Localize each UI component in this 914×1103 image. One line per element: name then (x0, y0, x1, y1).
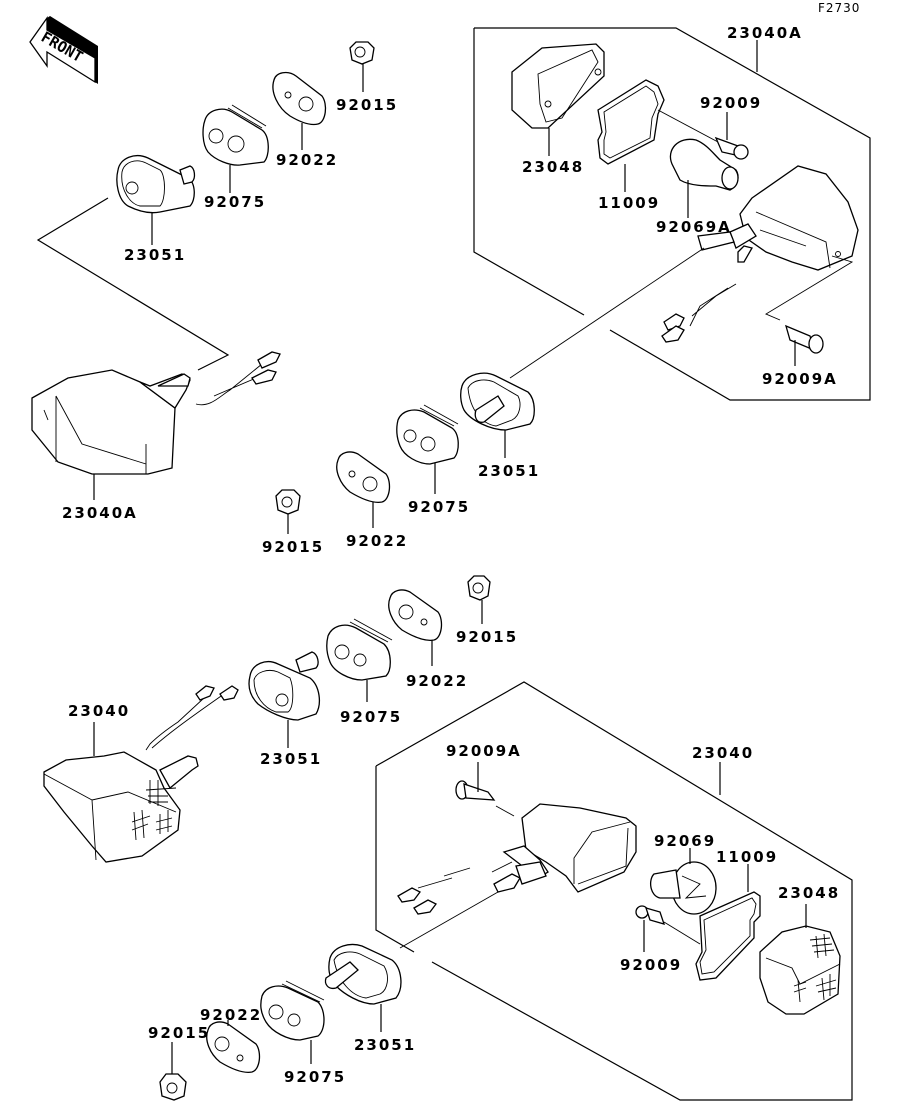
label-23040: 23040 (68, 702, 130, 720)
label-23051: 23051 (354, 1036, 416, 1054)
label-23051: 23051 (260, 750, 322, 768)
part-23040-turn-signal-lamp-left[interactable] (43, 685, 239, 863)
part-92022-plate-bottom[interactable] (206, 1021, 261, 1074)
assembly-guide-line (509, 247, 705, 379)
assembly-guide-line (36, 197, 230, 371)
label-92015: 92015 (262, 538, 324, 556)
part-11009-gasket-br[interactable] (695, 891, 761, 981)
label-92009A: 92009A (762, 370, 838, 388)
part-92009-screw-tr[interactable] (714, 136, 749, 160)
label-92022: 92022 (406, 672, 468, 690)
assembly-guide-line (765, 255, 854, 321)
assembly-guide-line (657, 109, 719, 143)
part-23051-holder-bl[interactable] (248, 651, 321, 721)
label-92015: 92015 (336, 96, 398, 114)
part-92022-plate-mid[interactable] (336, 451, 391, 504)
part-92009-screw-br[interactable] (635, 905, 666, 925)
assembly-box-outline (375, 766, 415, 953)
part-92022-plate-tl[interactable] (272, 71, 327, 126)
label-11009: 11009 (716, 848, 778, 866)
assembly-guide-line (663, 921, 701, 945)
label-23040A: 23040A (62, 504, 138, 522)
part-92075-grommet-tl[interactable] (202, 104, 269, 166)
label-92075: 92075 (408, 498, 470, 516)
part-wire-connectors-tr[interactable] (661, 283, 737, 343)
part-92075-grommet-bottom[interactable] (260, 980, 325, 1041)
label-92075: 92075 (340, 708, 402, 726)
part-92075-grommet-mid[interactable] (396, 404, 459, 465)
diagram-code: F2730 (818, 1, 860, 15)
part-92022-plate-bl[interactable] (388, 589, 443, 642)
assembly-box-outline (474, 27, 871, 401)
assembly-guide-line (495, 805, 515, 817)
label-92069A: 92069A (656, 218, 732, 236)
part-92069-bulb-br[interactable] (649, 861, 717, 915)
label-92015: 92015 (148, 1024, 210, 1042)
part-92015-nut-mid[interactable] (275, 489, 301, 515)
part-92015-nut-tl[interactable] (349, 41, 375, 65)
assembly-guide-line (399, 891, 499, 949)
label-23048: 23048 (522, 158, 584, 176)
part-housing-tr[interactable] (697, 165, 859, 271)
label-92022: 92022 (200, 1006, 262, 1024)
part-92015-nut-bottom[interactable] (159, 1073, 187, 1101)
label-92009: 92009 (620, 956, 682, 974)
part-92009A-screw-tr[interactable] (785, 324, 824, 354)
label-23040-assembly: 23040 (692, 744, 754, 762)
label-92075: 92075 (204, 193, 266, 211)
part-92009A-screw-br[interactable] (455, 780, 496, 801)
label-92022: 92022 (346, 532, 408, 550)
label-23051: 23051 (124, 246, 186, 264)
part-housing-br[interactable] (397, 803, 637, 915)
label-92022: 92022 (276, 151, 338, 169)
label-11009: 11009 (598, 194, 660, 212)
part-23051-holder-mid[interactable] (460, 372, 535, 431)
part-23040A-turn-signal-lamp-left[interactable] (31, 351, 281, 475)
part-92015-nut-bl[interactable] (467, 575, 491, 601)
part-92075-grommet-bl[interactable] (326, 618, 393, 681)
part-23048-lens-br[interactable] (759, 925, 841, 1015)
part-23048-lens-tr[interactable] (511, 43, 605, 129)
label-92069: 92069 (654, 832, 716, 850)
part-11009-gasket-tr[interactable] (597, 79, 665, 165)
label-23040A-assembly: 23040A (727, 24, 803, 42)
label-92009A: 92009A (446, 742, 522, 760)
assembly-box-outline (375, 681, 853, 1101)
assembly-box-outline (473, 28, 585, 316)
part-92069A-bulb-tr[interactable] (669, 138, 739, 191)
part-23051-holder-bottom[interactable] (324, 943, 402, 1005)
label-92075: 92075 (284, 1068, 346, 1086)
label-92015: 92015 (456, 628, 518, 646)
label-23048: 23048 (778, 884, 840, 902)
front-arrow-icon: FRONT (29, 15, 98, 84)
part-23051-holder-tl[interactable] (116, 155, 196, 214)
label-23051: 23051 (478, 462, 540, 480)
label-92009: 92009 (700, 94, 762, 112)
